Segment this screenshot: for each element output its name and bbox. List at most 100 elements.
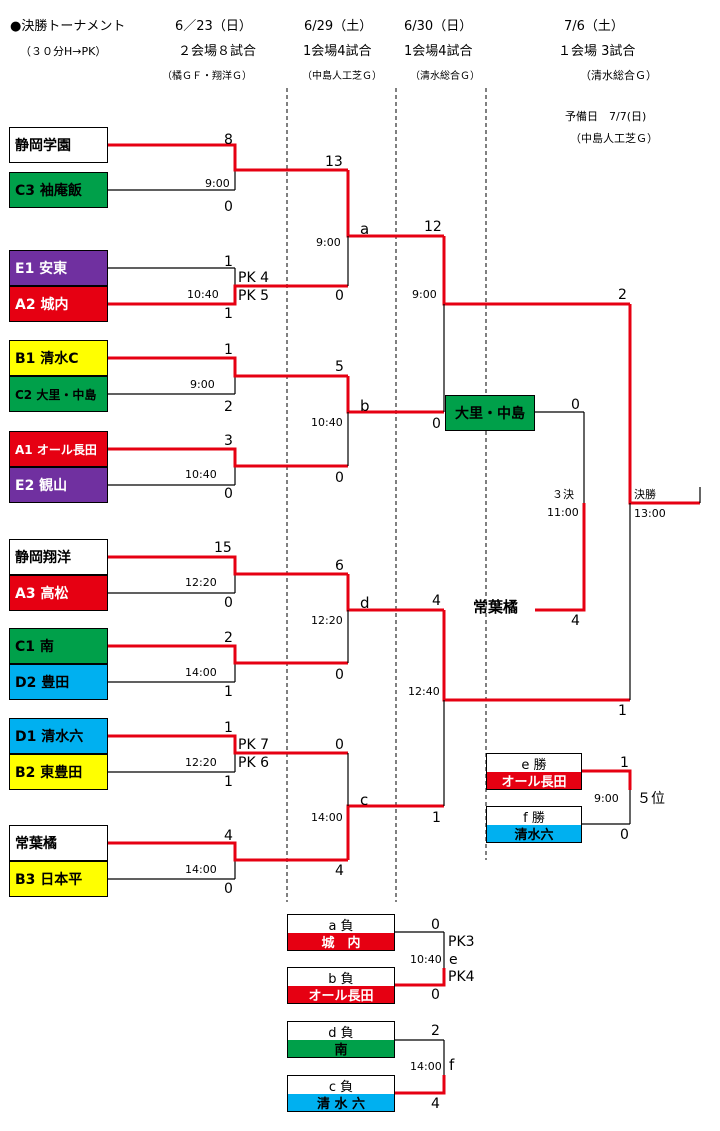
- third-score-bottom: 4: [571, 613, 580, 629]
- cons-a-top: a 負: [288, 915, 394, 934]
- winner-path: [395, 1075, 446, 1095]
- cons-e-time: 10:40: [410, 953, 442, 966]
- cons-b-top: b 負: [288, 968, 394, 987]
- fifth-f-box: f 勝 清水六: [486, 806, 582, 843]
- info-round1: ２会場８試合: [178, 44, 257, 59]
- round1-time: 14:00: [185, 863, 217, 876]
- cons-b-box: b 負 オール長田: [287, 967, 395, 1004]
- round2-time: 14:00: [311, 811, 343, 824]
- round1-score-bottom: 2: [224, 399, 233, 415]
- sf1-time: 9:00: [412, 288, 437, 301]
- third-label: ３決: [552, 488, 574, 501]
- venue-round2: （中島人工芝Ｇ）: [302, 71, 382, 82]
- team-box: 静岡翔洋: [9, 539, 108, 575]
- winner-path: [395, 968, 446, 987]
- third-time: 11:00: [547, 506, 579, 519]
- info-round2: 1会場4試合: [303, 44, 372, 59]
- round1-score-bottom: 0: [224, 595, 233, 611]
- cons-f-time: 14:00: [410, 1060, 442, 1073]
- round1-score-bottom: 0: [224, 881, 233, 897]
- third-score-top: 0: [571, 397, 580, 413]
- round2-score-top: 13: [325, 154, 343, 170]
- info-round4: １会場 3試合: [558, 44, 636, 59]
- round1-score-bottom: 1: [224, 774, 233, 790]
- info-round3: 1会場4試合: [404, 44, 473, 59]
- fifth-score-top: 1: [620, 755, 629, 771]
- sf2-score-top: 4: [432, 593, 441, 609]
- round1-time: 12:20: [185, 576, 217, 589]
- round2-score-bottom: 4: [335, 863, 344, 879]
- fifth-time: 9:00: [594, 792, 619, 805]
- team-box: 静岡学園: [9, 127, 108, 163]
- round1-pk-bottom: PK 6: [238, 755, 269, 771]
- date-round4: 7/6（土）: [564, 19, 624, 34]
- round1-pk-top: PK 4: [238, 270, 269, 286]
- round2-score-top: 0: [335, 737, 344, 753]
- fifth-label: ５位: [637, 791, 665, 807]
- round1-time: 10:40: [187, 288, 219, 301]
- round2-match-id: b: [360, 397, 370, 415]
- winner-path: [233, 843, 348, 862]
- winner-path: [233, 646, 348, 665]
- cons-c-top: c 負: [288, 1076, 394, 1095]
- round1-score-bottom: 0: [224, 199, 233, 215]
- team-box: A1 オール長田: [9, 431, 108, 467]
- venue-round3: （清水総合Ｇ）: [410, 71, 480, 82]
- round1-score-top: 15: [214, 540, 232, 556]
- sf1-score-bottom: 0: [432, 416, 441, 432]
- round2-time: 12:20: [311, 614, 343, 627]
- sf1-score-top: 12: [424, 219, 442, 235]
- round1-score-top: 1: [224, 720, 233, 736]
- round1-time: 14:00: [185, 666, 217, 679]
- sf2-score-bottom: 1: [432, 810, 441, 826]
- team-box: D2 豊田: [9, 664, 108, 700]
- round1-time: 9:00: [190, 378, 215, 391]
- round1-score-top: 3: [224, 433, 233, 449]
- winner-path: [108, 447, 237, 467]
- round1-score-top: 8: [224, 132, 233, 148]
- winner-path: [233, 557, 348, 576]
- round1-time: 9:00: [205, 177, 230, 190]
- sf2-time: 12:40: [408, 685, 440, 698]
- team-box: C1 南: [9, 628, 108, 664]
- round2-time: 10:40: [311, 416, 343, 429]
- team-box: B1 清水C: [9, 340, 108, 376]
- fifth-f-top: f 勝: [487, 807, 581, 826]
- round2-match-id: c: [360, 791, 369, 809]
- winner-path: [535, 503, 586, 612]
- reserve-venue: （中島人工芝Ｇ）: [570, 132, 658, 145]
- fifth-e-top: e 勝: [487, 754, 581, 773]
- semifinal-winner-box: 大里・中島: [445, 395, 535, 431]
- cons-e-score-bottom: 0: [431, 987, 440, 1003]
- date-round2: 6/29（土）: [304, 19, 373, 34]
- round1-score-top: 1: [224, 254, 233, 270]
- team-box: E1 安東: [9, 250, 108, 286]
- round1-score-bottom: 0: [224, 486, 233, 502]
- winner-path: [233, 358, 348, 378]
- team-box: E2 観山: [9, 467, 108, 503]
- round2-score-top: 5: [335, 359, 344, 375]
- round1-score-bottom: 1: [224, 306, 233, 322]
- fifth-score-bottom: 0: [620, 827, 629, 843]
- final-time: 13:00: [634, 507, 666, 520]
- winner-path: [108, 841, 237, 861]
- fifth-e-box: e 勝 オール長田: [486, 753, 582, 790]
- team-box: B2 東豊田: [9, 754, 108, 790]
- round1-pk-bottom: PK 5: [238, 288, 269, 304]
- winner-path: [233, 148, 348, 172]
- round1-score-top: 4: [224, 828, 233, 844]
- round2-score-bottom: 0: [335, 470, 344, 486]
- round2-match-id: a: [360, 220, 370, 238]
- winner-path: [233, 449, 348, 468]
- winner-path: [108, 555, 237, 575]
- cons-e-pk-top: PK3: [448, 934, 475, 950]
- round1-time: 12:20: [185, 756, 217, 769]
- winner-path: [442, 236, 630, 306]
- winner-path: [233, 284, 348, 304]
- round1-score-top: 1: [224, 342, 233, 358]
- winner-path: [108, 356, 237, 376]
- cons-f-id: f: [449, 1056, 455, 1074]
- round1-time: 10:40: [185, 468, 217, 481]
- cons-a-name: 城 内: [288, 933, 394, 951]
- winner-path: [108, 143, 237, 168]
